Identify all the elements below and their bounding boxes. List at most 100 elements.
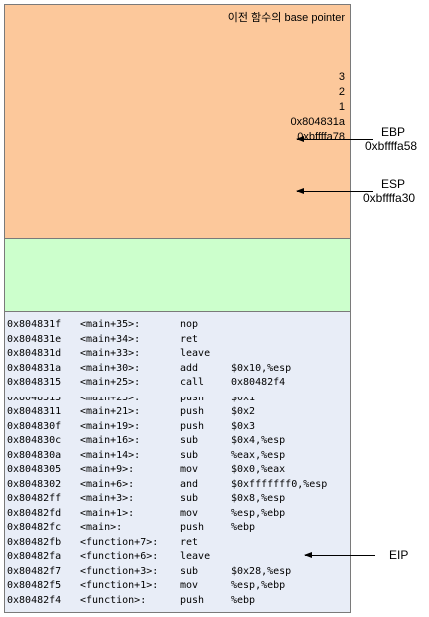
code-symbol: <function+3>: bbox=[80, 565, 159, 577]
code-mnemonic: sub bbox=[180, 565, 199, 577]
code-address: 0x8048315 bbox=[7, 377, 62, 388]
code-mnemonic: sub bbox=[180, 449, 199, 461]
base-pointer-caption: 이전 함수의 base pointer bbox=[227, 12, 345, 24]
code-row: 0x804830c<main+16>:sub$0x4,%esp bbox=[7, 434, 347, 447]
code-mnemonic: and bbox=[180, 478, 199, 490]
code-operands: $0x8,%esp bbox=[231, 493, 286, 504]
esp-arrow bbox=[296, 188, 373, 194]
ebp-arrow bbox=[296, 136, 373, 142]
code-symbol: <main+6>: bbox=[80, 478, 135, 490]
code-mnemonic: sub bbox=[180, 493, 199, 504]
code-address: 0x8048305 bbox=[7, 464, 62, 475]
code-symbol: <main+35>: bbox=[80, 319, 141, 330]
code-operands: $0x0,%eax bbox=[231, 464, 286, 475]
code-row: 0x80482fa<function+6>:leave bbox=[7, 550, 347, 563]
code-symbol: <main+33>: bbox=[80, 348, 141, 359]
code-mnemonic: mov bbox=[180, 464, 199, 475]
code-row: 0x80482f7 <function+3>: sub $0x28,%esp bbox=[7, 565, 347, 578]
code-mnemonic: push bbox=[180, 522, 205, 533]
code-symbol: <function+1>: bbox=[80, 580, 159, 591]
code-address: 0x80482f5 bbox=[7, 580, 62, 591]
stack-value-3: 3 bbox=[338, 71, 345, 83]
code-operands: $0xfffffff0,%esp bbox=[231, 478, 328, 490]
code-symbol: <main+21>: bbox=[80, 406, 141, 417]
code-row: 0x8048302 <main+6>: and $0xfffffff0,%esp bbox=[7, 478, 347, 491]
code-symbol: <main+19>: bbox=[80, 420, 141, 432]
code-operands: %ebp bbox=[231, 522, 256, 533]
code-mnemonic: leave bbox=[180, 348, 211, 359]
code-address: 0x80482fc bbox=[7, 522, 62, 533]
arrow-head-icon bbox=[296, 136, 304, 142]
code-address: 0x804831f bbox=[7, 319, 62, 330]
code-address: 0x804831d bbox=[7, 348, 62, 359]
code-mnemonic: add bbox=[180, 362, 199, 374]
code-address: 0x804831e bbox=[7, 333, 62, 345]
code-address: 0x80482ff bbox=[7, 493, 62, 504]
code-row: 0x804831e <main+34>: ret bbox=[7, 333, 347, 346]
code-operands: $0x28,%esp bbox=[231, 565, 292, 577]
code-mnemonic: leave bbox=[180, 551, 211, 562]
code-mnemonic: call bbox=[180, 377, 205, 388]
code-operands: %esp,%ebp bbox=[231, 507, 286, 519]
code-mnemonic: ret bbox=[180, 536, 199, 548]
code-mnemonic: nop bbox=[180, 319, 199, 330]
code-symbol: <main+34>: bbox=[80, 333, 141, 345]
code-mnemonic: push bbox=[180, 420, 205, 432]
code-symbol: <main+9>: bbox=[80, 464, 135, 475]
code-operands: $0x2 bbox=[231, 406, 256, 417]
code-address: 0x804830c bbox=[7, 435, 62, 446]
code-address: 0x8048302 bbox=[7, 478, 62, 490]
code-row: 0x80482f4 <function>: push %ebp bbox=[7, 594, 347, 607]
code-row: 0x80482fc <main>: push %ebp bbox=[7, 521, 347, 534]
code-mnemonic: push bbox=[180, 594, 205, 606]
code-row: 0x804830a<main+14>:sub%eax,%esp bbox=[7, 449, 347, 462]
code-symbol: <main+25>: bbox=[80, 377, 141, 388]
ebp-value: 0xbffffa58 bbox=[365, 139, 418, 153]
code-symbol: <main+23>: bbox=[80, 396, 141, 403]
code-operands: %ebp bbox=[231, 594, 256, 606]
code-symbol: <main+3>: bbox=[80, 493, 135, 504]
code-symbol: <main+16>: bbox=[80, 435, 141, 446]
code-mnemonic: push bbox=[180, 406, 205, 417]
esp-value: 0xbffffa30 bbox=[363, 191, 416, 205]
code-mnemonic: mov bbox=[180, 507, 199, 519]
stack-value-return-address: 0x804831a bbox=[290, 116, 345, 128]
eip-label: EIP bbox=[389, 548, 409, 562]
code-mnemonic: mov bbox=[180, 580, 199, 591]
code-address: 0x80482f7 bbox=[7, 565, 62, 577]
code-operands: $0x10,%esp bbox=[231, 362, 292, 374]
code-symbol: <function+6>: bbox=[80, 551, 159, 562]
code-row: 0x80482fb<function+7>:ret bbox=[7, 536, 347, 549]
code-operands: %esp,%ebp bbox=[231, 580, 286, 591]
code-row: 0x804830f<main+19>:push$0x3 bbox=[7, 420, 347, 433]
code-operands: $0x3 bbox=[231, 420, 256, 432]
code-address: 0x804830a bbox=[7, 449, 62, 461]
arrow-head-icon bbox=[296, 188, 304, 194]
code-symbol: <main+30>: bbox=[80, 362, 141, 374]
code-row: 0x804831f <main+35>: nop bbox=[7, 318, 347, 331]
code-symbol: <function>: bbox=[80, 594, 147, 606]
code-address: 0x80482fd bbox=[7, 507, 62, 519]
code-address: 0x80482f4 bbox=[7, 594, 62, 606]
code-row: 0x8048315 <main+25>: call 0x80482f4 bbox=[7, 376, 347, 389]
code-row: 0x80482f5 <function+1>: mov %esp,%ebp bbox=[7, 579, 347, 592]
code-row: 0x8048311<main+21>:push$0x2 bbox=[7, 405, 347, 418]
code-symbol: <function+7>: bbox=[80, 536, 159, 548]
stack-value-1: 1 bbox=[338, 101, 345, 113]
eip-arrow bbox=[304, 552, 375, 558]
ebp-label: EBP bbox=[381, 125, 406, 139]
stack-value-saved-ebp: 0xbffffa78 bbox=[297, 131, 345, 143]
code-region bbox=[4, 311, 351, 613]
code-symbol: <main>: bbox=[80, 522, 123, 533]
code-row: 0x8048313<main+23>:push$0x1 bbox=[7, 397, 347, 404]
esp-label: ESP bbox=[381, 177, 406, 191]
code-operands: %eax,%esp bbox=[231, 449, 286, 461]
code-mnemonic: ret bbox=[180, 333, 199, 345]
code-row: 0x8048305 <main+9>: mov $0x0,%eax bbox=[7, 463, 347, 476]
code-symbol: <main+1>: bbox=[80, 507, 135, 519]
arrow-head-icon bbox=[304, 552, 312, 558]
code-row: 0x804831d <main+33>: leave bbox=[7, 347, 347, 360]
code-address: 0x8048313 bbox=[7, 396, 62, 403]
code-operands: 0x80482f4 bbox=[231, 377, 286, 388]
code-operands: $0x1 bbox=[231, 396, 256, 403]
